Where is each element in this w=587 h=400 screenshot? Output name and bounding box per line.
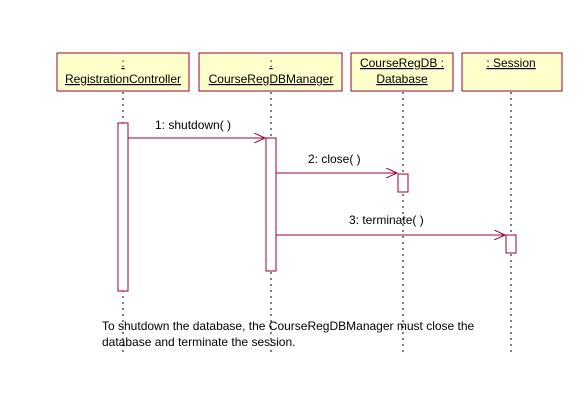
activation-course-reg-db-manager [265, 137, 277, 272]
message-shutdown[interactable]: 1: shutdown( ) [128, 118, 265, 138]
activation-course-reg-db [397, 173, 409, 193]
note-line-2: database and terminate the session. [102, 335, 296, 349]
object-name-line1: : Session [486, 56, 535, 70]
object-name-line1: : [269, 56, 272, 70]
message-label: 2: close( ) [308, 152, 361, 166]
object-box [350, 52, 454, 92]
object-registration-controller[interactable]: : RegistrationController [56, 52, 190, 92]
diagram-note: To shutdown the database, the CourseRegD… [102, 318, 522, 350]
object-name-line2: CourseRegDBManager [209, 72, 334, 86]
object-course-reg-db-manager[interactable]: : CourseRegDBManager [198, 52, 343, 92]
object-name-line2: RegistrationController [65, 72, 181, 86]
object-name-line1: : [121, 56, 124, 70]
message-close[interactable]: 2: close( ) [276, 152, 397, 173]
message-terminate[interactable]: 3: terminate( ) [276, 213, 505, 235]
activation-registration-controller [117, 122, 129, 292]
object-box [461, 52, 563, 92]
activation-session [505, 234, 517, 254]
object-name-line2: Database [376, 72, 428, 86]
object-name-line1: CourseRegDB : [360, 56, 444, 70]
object-box [198, 52, 343, 92]
message-label: 1: shutdown( ) [155, 118, 231, 132]
object-course-reg-db[interactable]: CourseRegDB : Database [350, 52, 454, 92]
message-label: 3: terminate( ) [349, 213, 424, 227]
note-line-1: To shutdown the database, the CourseRegD… [102, 319, 475, 333]
object-session[interactable]: : Session [461, 52, 563, 92]
object-box [56, 52, 190, 92]
